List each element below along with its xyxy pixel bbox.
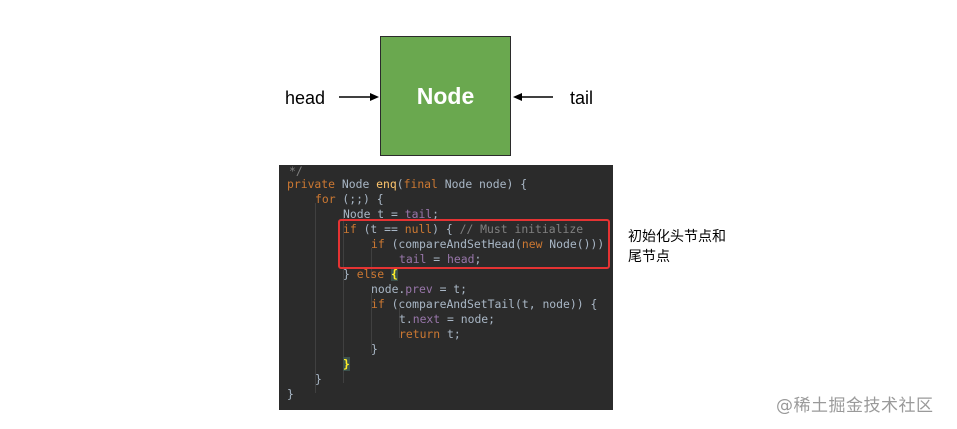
code-line-11: return t; [399, 327, 461, 341]
code-line-9: if (compareAndSetTail(t, node)) { [371, 297, 598, 311]
code-line-6: tail = head; [399, 252, 482, 266]
tail-arrow [513, 93, 553, 101]
node-label: Node [416, 82, 475, 109]
head-arrow [339, 93, 379, 101]
annotation-text: 初始化头节点和 尾节点 [628, 227, 726, 267]
code-line-10: t.next = node; [399, 312, 496, 326]
code-block: */ private Node enq(final Node node) { f… [279, 165, 613, 410]
code-line-2: for (;;) { [315, 192, 384, 206]
tail-label: tail [570, 88, 594, 108]
node-box: Node [380, 36, 511, 156]
code-line-0: */ [289, 165, 303, 178]
code-line-8: node.prev = t; [371, 282, 468, 296]
highlight-box [338, 219, 610, 269]
code-line-12: } [371, 342, 378, 356]
head-label: head [285, 88, 326, 108]
code-line-7: } else { [343, 267, 398, 281]
code-line-4: if (t == null) { // Must initialize [343, 222, 584, 236]
code-line-13: } [343, 357, 350, 371]
code-line-1: private Node enq(final Node node) { [287, 177, 528, 191]
code-line-14: } [315, 372, 322, 386]
code-line-5: if (compareAndSetHead(new Node())) [371, 237, 605, 251]
code-line-3: Node t = tail; [343, 207, 440, 221]
watermark: @稀土掘金技术社区 [776, 396, 934, 416]
code-line-15: } [287, 387, 294, 401]
annotation-line-2: 尾节点 [628, 249, 670, 265]
annotation-line-1: 初始化头节点和 [628, 229, 726, 245]
